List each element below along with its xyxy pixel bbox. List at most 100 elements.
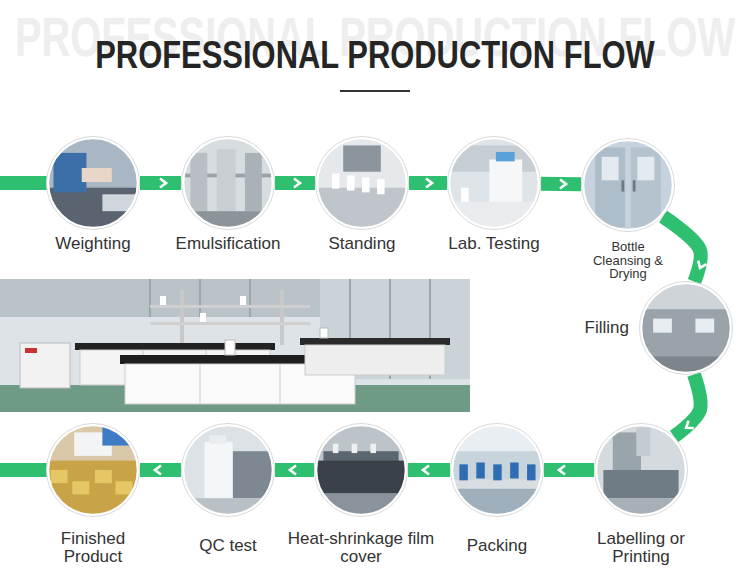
step-photo xyxy=(46,423,140,517)
step-photo-part-part xyxy=(51,470,68,483)
lab-photo-part xyxy=(305,345,445,375)
step-photo-part-part xyxy=(46,136,140,230)
process-step: Weighting xyxy=(46,136,140,230)
step-photo-part xyxy=(181,423,274,516)
step-label: Bottle Cleansing & Drying xyxy=(591,240,665,281)
step-photo-part-part xyxy=(602,157,619,181)
step-photo-part-part xyxy=(347,175,355,190)
step-photo-part-part xyxy=(653,319,672,333)
step-photo-part-part xyxy=(343,145,381,171)
process-step: QC test xyxy=(181,423,275,517)
step-photo-part xyxy=(181,136,274,229)
step-photo xyxy=(315,136,409,230)
flow-arrow xyxy=(408,463,450,477)
step-photo-part xyxy=(46,423,140,517)
step-photo-part-part xyxy=(527,464,535,480)
step-photo xyxy=(581,138,675,232)
step-photo-part-part xyxy=(447,136,541,230)
step-photo-part-part xyxy=(245,153,262,211)
lab-photo-part xyxy=(280,290,284,345)
step-photo-part xyxy=(594,423,687,516)
lab-photo-part xyxy=(300,338,450,345)
step-photo-part-part xyxy=(603,470,678,498)
step-photo-part xyxy=(450,423,543,516)
lab-photo-part xyxy=(25,348,37,353)
step-photo xyxy=(594,423,688,517)
step-photo-part-part xyxy=(370,444,376,453)
flow-arrow xyxy=(541,177,581,192)
step-photo-part-part xyxy=(314,494,408,518)
step-photo-part-part xyxy=(594,423,688,517)
step-photo-part xyxy=(48,138,138,228)
flow-arrow xyxy=(663,216,701,281)
lab-photo-part xyxy=(200,364,201,404)
process-step: Bottle Cleansing & Drying xyxy=(581,138,675,232)
step-photo-part-part xyxy=(314,461,408,494)
step-label: Weighting xyxy=(55,235,130,253)
step-photo-part xyxy=(46,136,140,230)
flow-arrow xyxy=(275,176,315,190)
step-label: Labelling or Printing xyxy=(577,530,705,566)
step-photo-part xyxy=(594,423,688,517)
step-photo-part-part xyxy=(352,444,358,453)
step-photo-part-part xyxy=(639,281,733,375)
step-photo-part xyxy=(183,425,273,515)
flow-arrow xyxy=(409,176,447,190)
step-photo-part-part xyxy=(190,153,207,211)
step-photo-part xyxy=(317,138,407,228)
step-photo xyxy=(181,423,275,517)
step-label: Filling xyxy=(585,319,629,337)
step-photo-part xyxy=(639,281,733,375)
step-photo-part-part xyxy=(639,309,733,356)
step-photo-part-part xyxy=(181,136,275,230)
step-photo-part xyxy=(315,136,408,229)
step-photo-part-part xyxy=(217,149,236,211)
step-photo-part-part xyxy=(205,442,233,498)
lab-photo-part xyxy=(0,279,470,412)
step-photo-part xyxy=(596,425,686,515)
lab-photo-part xyxy=(225,340,235,355)
step-label: Emulsification xyxy=(176,235,281,253)
step-photo-part-part xyxy=(633,180,636,191)
lab-photo-part xyxy=(150,305,310,308)
step-photo-part-part xyxy=(595,147,625,227)
step-photo-part xyxy=(583,140,673,230)
step-label: Packing xyxy=(467,537,527,555)
step-label: Lab. Testing xyxy=(448,235,539,253)
flow-arrow xyxy=(275,463,314,477)
step-photo-part-part xyxy=(493,464,501,480)
step-photo-part xyxy=(581,138,674,231)
step-photo-part-part xyxy=(510,462,518,478)
step-photo-part-part xyxy=(621,180,624,191)
step-photo-part-part xyxy=(46,423,140,517)
lab-photo-part xyxy=(160,296,166,305)
step-photo-part-part xyxy=(315,188,409,230)
lab-photo-part xyxy=(20,343,70,388)
step-photo-part xyxy=(641,283,731,373)
process-step: Labelling or Printing xyxy=(594,423,688,517)
title: PROFESSIONAL PRODUCTION FLOW xyxy=(95,34,655,77)
step-photo-part-part xyxy=(314,423,408,517)
step-photo xyxy=(639,281,733,375)
step-photo-part xyxy=(581,138,675,232)
step-photo-part-part xyxy=(459,464,467,480)
step-photo-part xyxy=(315,136,409,230)
step-photo xyxy=(314,423,408,517)
step-photo xyxy=(181,136,275,230)
step-label: Finished Product xyxy=(47,530,139,566)
process-step: Heat-shrinkage film cover xyxy=(314,423,408,517)
step-photo xyxy=(447,136,541,230)
step-photo-part-part xyxy=(333,444,339,453)
process-step: Filling xyxy=(639,281,733,375)
process-step: Standing xyxy=(315,136,409,230)
step-photo-part-part xyxy=(695,319,714,333)
step-photo-part xyxy=(181,136,275,230)
step-photo-part-part xyxy=(315,136,409,230)
step-photo-part xyxy=(314,423,408,517)
step-photo-part-part xyxy=(181,423,275,517)
step-photo-part-part xyxy=(637,157,654,181)
lab-photo-part xyxy=(149,279,151,317)
process-step: Lab. Testing xyxy=(447,136,541,230)
step-photo-part-part xyxy=(116,481,133,494)
step-photo-part-part xyxy=(362,177,370,192)
